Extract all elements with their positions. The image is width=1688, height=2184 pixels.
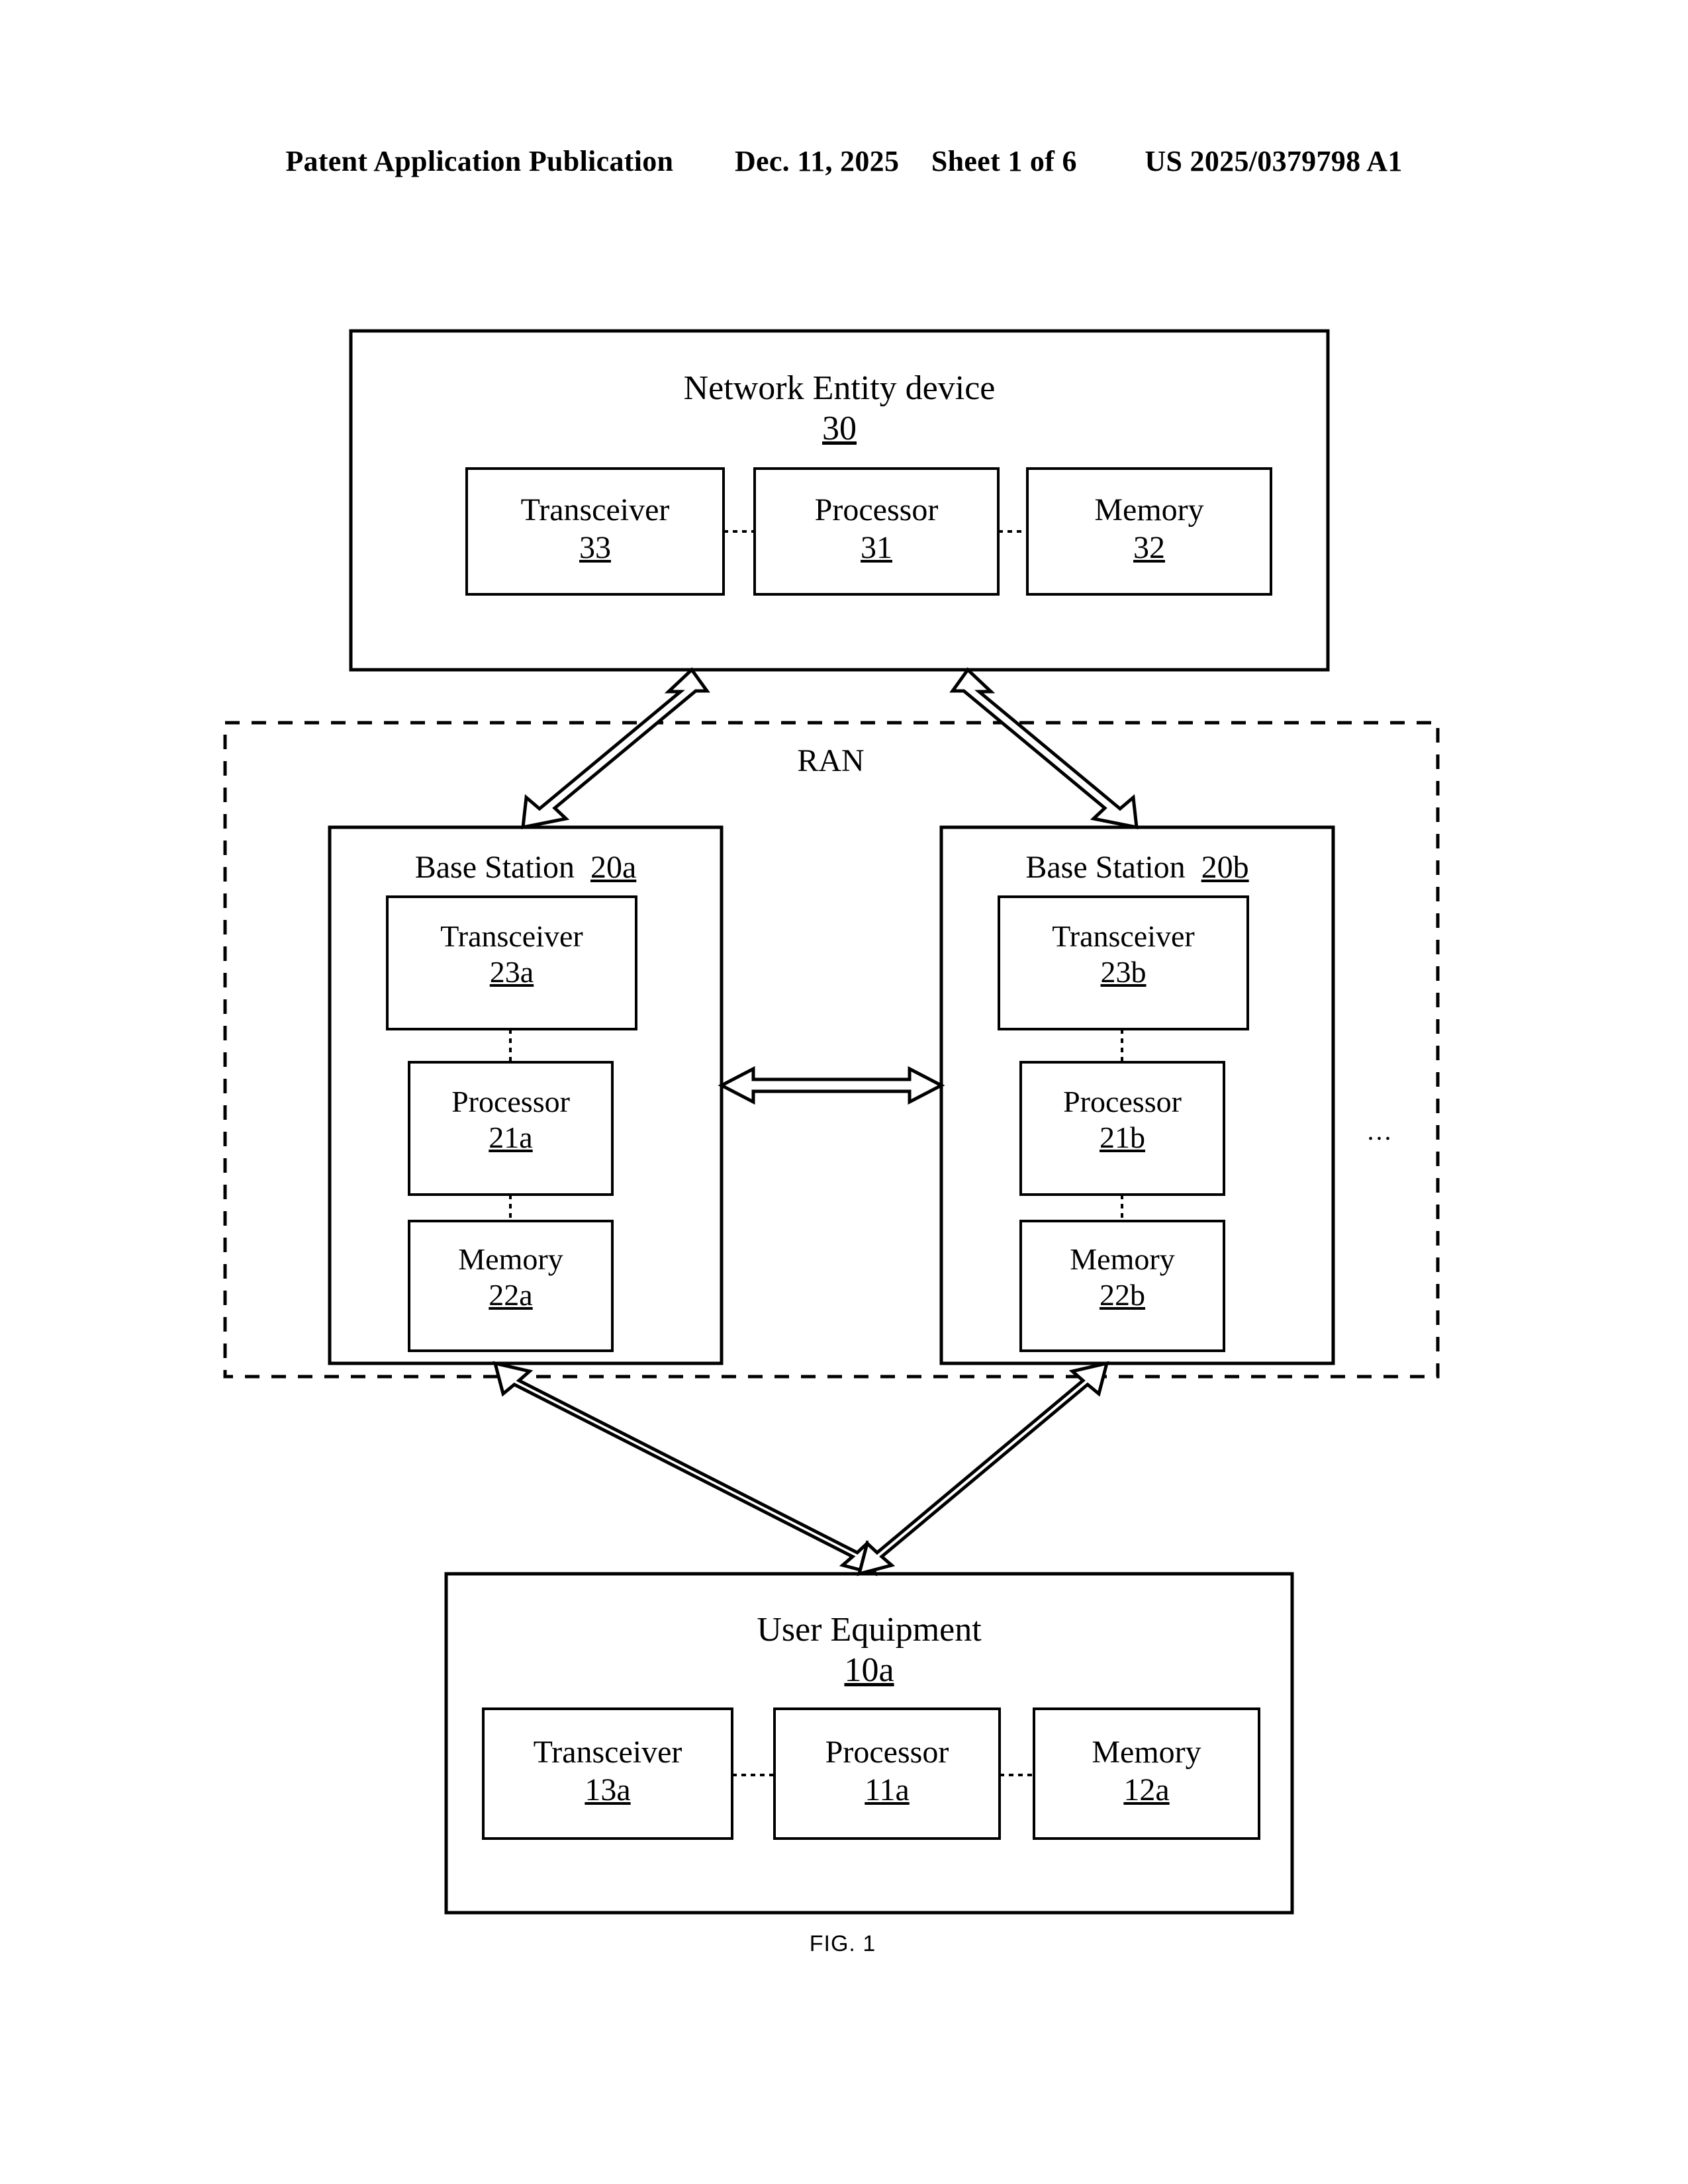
header-date-label: Dec. 11, 2025 (734, 145, 900, 177)
network-entity-memory-name: Memory (1094, 492, 1204, 527)
ran-label-text: RAN (797, 743, 865, 778)
base-station-20b-memory-label: Memory 22b (1021, 1242, 1224, 1314)
arrow-base-station-20a-to-user-equipment (492, 1361, 878, 1576)
base-station-20a-ref: 20a (590, 850, 637, 885)
arrow-network-entity-to-base-station-20a (521, 667, 710, 830)
header-publication-label: Patent Application Publication (285, 145, 674, 177)
base-station-20a-processor-ref: 21a (489, 1120, 533, 1155)
network-entity-title: Network Entity device 30 (351, 368, 1328, 449)
user-equipment-title: User Equipment 10a (446, 1610, 1292, 1691)
base-station-20b-processor-ref: 21b (1100, 1120, 1145, 1155)
figure-caption: FIG. 1 (737, 1931, 949, 1957)
base-station-20b-transceiver-ref: 23b (1100, 955, 1147, 989)
base-station-20b-processor-name: Processor (1063, 1085, 1182, 1118)
ran-ellipsis-text: ... (1367, 1116, 1393, 1146)
user-equipment-memory-box (1033, 1707, 1260, 1840)
base-station-20b-memory-box (1019, 1220, 1225, 1352)
base-station-20b-title-text: Base Station (1025, 850, 1186, 885)
base-station-20b-transceiver-label: Transceiver 23b (999, 919, 1248, 991)
user-equipment-memory-ref: 12a (1123, 1772, 1170, 1807)
network-entity-processor-name: Processor (814, 492, 939, 527)
user-equipment-transceiver-ref: 13a (585, 1772, 631, 1807)
ran-label: RAN (682, 743, 980, 780)
network-entity-ref: 30 (822, 410, 857, 448)
network-entity-transceiver-ref: 33 (579, 529, 611, 565)
user-equipment-processor-ref: 11a (865, 1772, 910, 1807)
base-station-20a-title-text: Base Station (414, 850, 575, 885)
header-sheet-label: Sheet 1 of 6 (931, 145, 1077, 177)
base-station-20a-transceiver-label: Transceiver 23a (387, 919, 636, 991)
arrow-base-station-20b-to-user-equipment (857, 1361, 1109, 1576)
user-equipment-transceiver-label: Transceiver 13a (483, 1734, 732, 1809)
network-entity-processor-label: Processor 31 (755, 492, 998, 567)
network-entity-transceiver-name: Transceiver (520, 492, 670, 527)
user-equipment-processor-name: Processor (825, 1735, 949, 1770)
user-equipment-transceiver-name: Transceiver (533, 1735, 682, 1770)
base-station-20b-transceiver-name: Transceiver (1052, 919, 1195, 953)
base-station-20a-memory-label: Memory 22a (409, 1242, 612, 1314)
network-entity-box (349, 329, 1330, 672)
arrow-base-station-20a-to-20b (718, 1066, 945, 1105)
user-equipment-memory-name: Memory (1092, 1735, 1201, 1770)
user-equipment-ref: 10a (844, 1651, 894, 1690)
base-station-20a-transceiver-ref: 23a (489, 955, 534, 989)
base-station-20b-title: Base Station 20b (941, 849, 1333, 887)
base-station-20b-ref: 20b (1201, 850, 1249, 885)
base-station-20a-title: Base Station 20a (330, 849, 722, 887)
network-entity-processor-ref: 31 (861, 529, 892, 565)
network-entity-title-text: Network Entity device (683, 369, 996, 407)
base-station-20a-processor-label: Processor 21a (409, 1084, 612, 1156)
user-equipment-title-text: User Equipment (757, 1611, 982, 1649)
network-entity-memory-ref: 32 (1133, 529, 1165, 565)
network-entity-memory-label: Memory 32 (1027, 492, 1271, 567)
user-equipment-memory-label: Memory 12a (1034, 1734, 1259, 1809)
base-station-20b-memory-name: Memory (1070, 1242, 1175, 1276)
base-station-20a-memory-box (408, 1220, 614, 1352)
base-station-20b-memory-ref: 22b (1100, 1278, 1145, 1312)
ran-more-base-stations-ellipsis: ... (1350, 1115, 1410, 1146)
base-station-20a-transceiver-name: Transceiver (440, 919, 583, 953)
figure-caption-text: FIG. 1 (809, 1931, 876, 1956)
base-station-20a-processor-name: Processor (451, 1085, 570, 1118)
network-entity-transceiver-label: Transceiver 33 (467, 492, 724, 567)
base-station-20b-processor-label: Processor 21b (1021, 1084, 1224, 1156)
user-equipment-processor-label: Processor 11a (774, 1734, 1000, 1809)
ran-boundary-box (223, 721, 1440, 1379)
arrow-network-entity-to-base-station-20b (949, 667, 1139, 830)
page-header: Patent Application Publication Dec. 11, … (0, 144, 1688, 178)
base-station-20a-memory-name: Memory (458, 1242, 563, 1276)
header-publication-number: US 2025/0379798 A1 (1145, 145, 1403, 177)
base-station-20a-memory-ref: 22a (489, 1278, 533, 1312)
